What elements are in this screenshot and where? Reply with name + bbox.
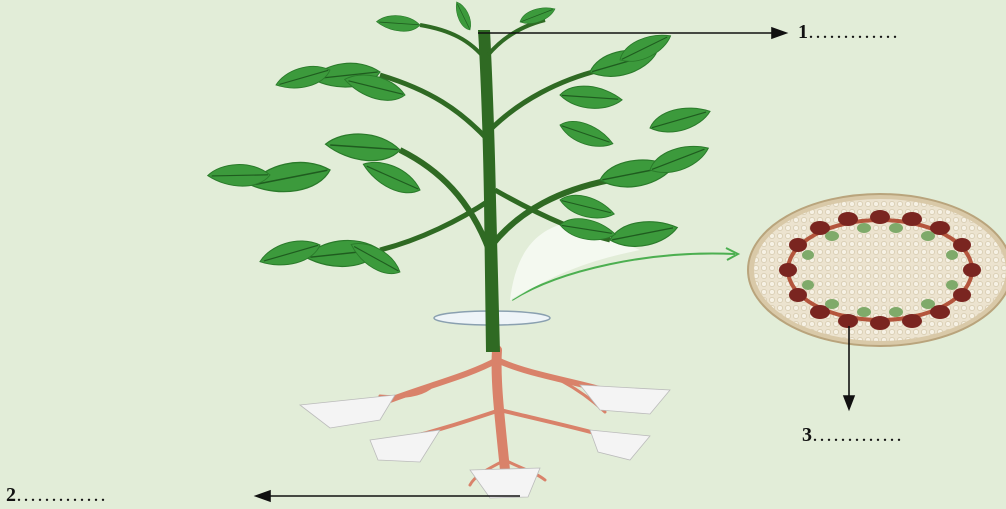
root-system — [380, 350, 620, 485]
label-1: 1............. — [798, 21, 900, 44]
arrow-1-head — [772, 28, 786, 38]
stem-cross-section — [748, 194, 1006, 346]
arrow-2-head — [256, 491, 270, 501]
root-hairs — [300, 385, 670, 498]
label-2-number: 2 — [6, 484, 17, 506]
label-3: 3............. — [802, 424, 904, 447]
label-3-dots: ............. — [813, 424, 904, 446]
arrow-3-head — [844, 396, 854, 409]
label-2: 2............. — [6, 484, 108, 507]
label-2-dots: ............. — [17, 484, 108, 506]
label-1-dots: ............. — [809, 21, 900, 43]
label-1-number: 1 — [798, 21, 809, 43]
label-3-number: 3 — [802, 424, 813, 446]
leaves — [207, 0, 712, 282]
